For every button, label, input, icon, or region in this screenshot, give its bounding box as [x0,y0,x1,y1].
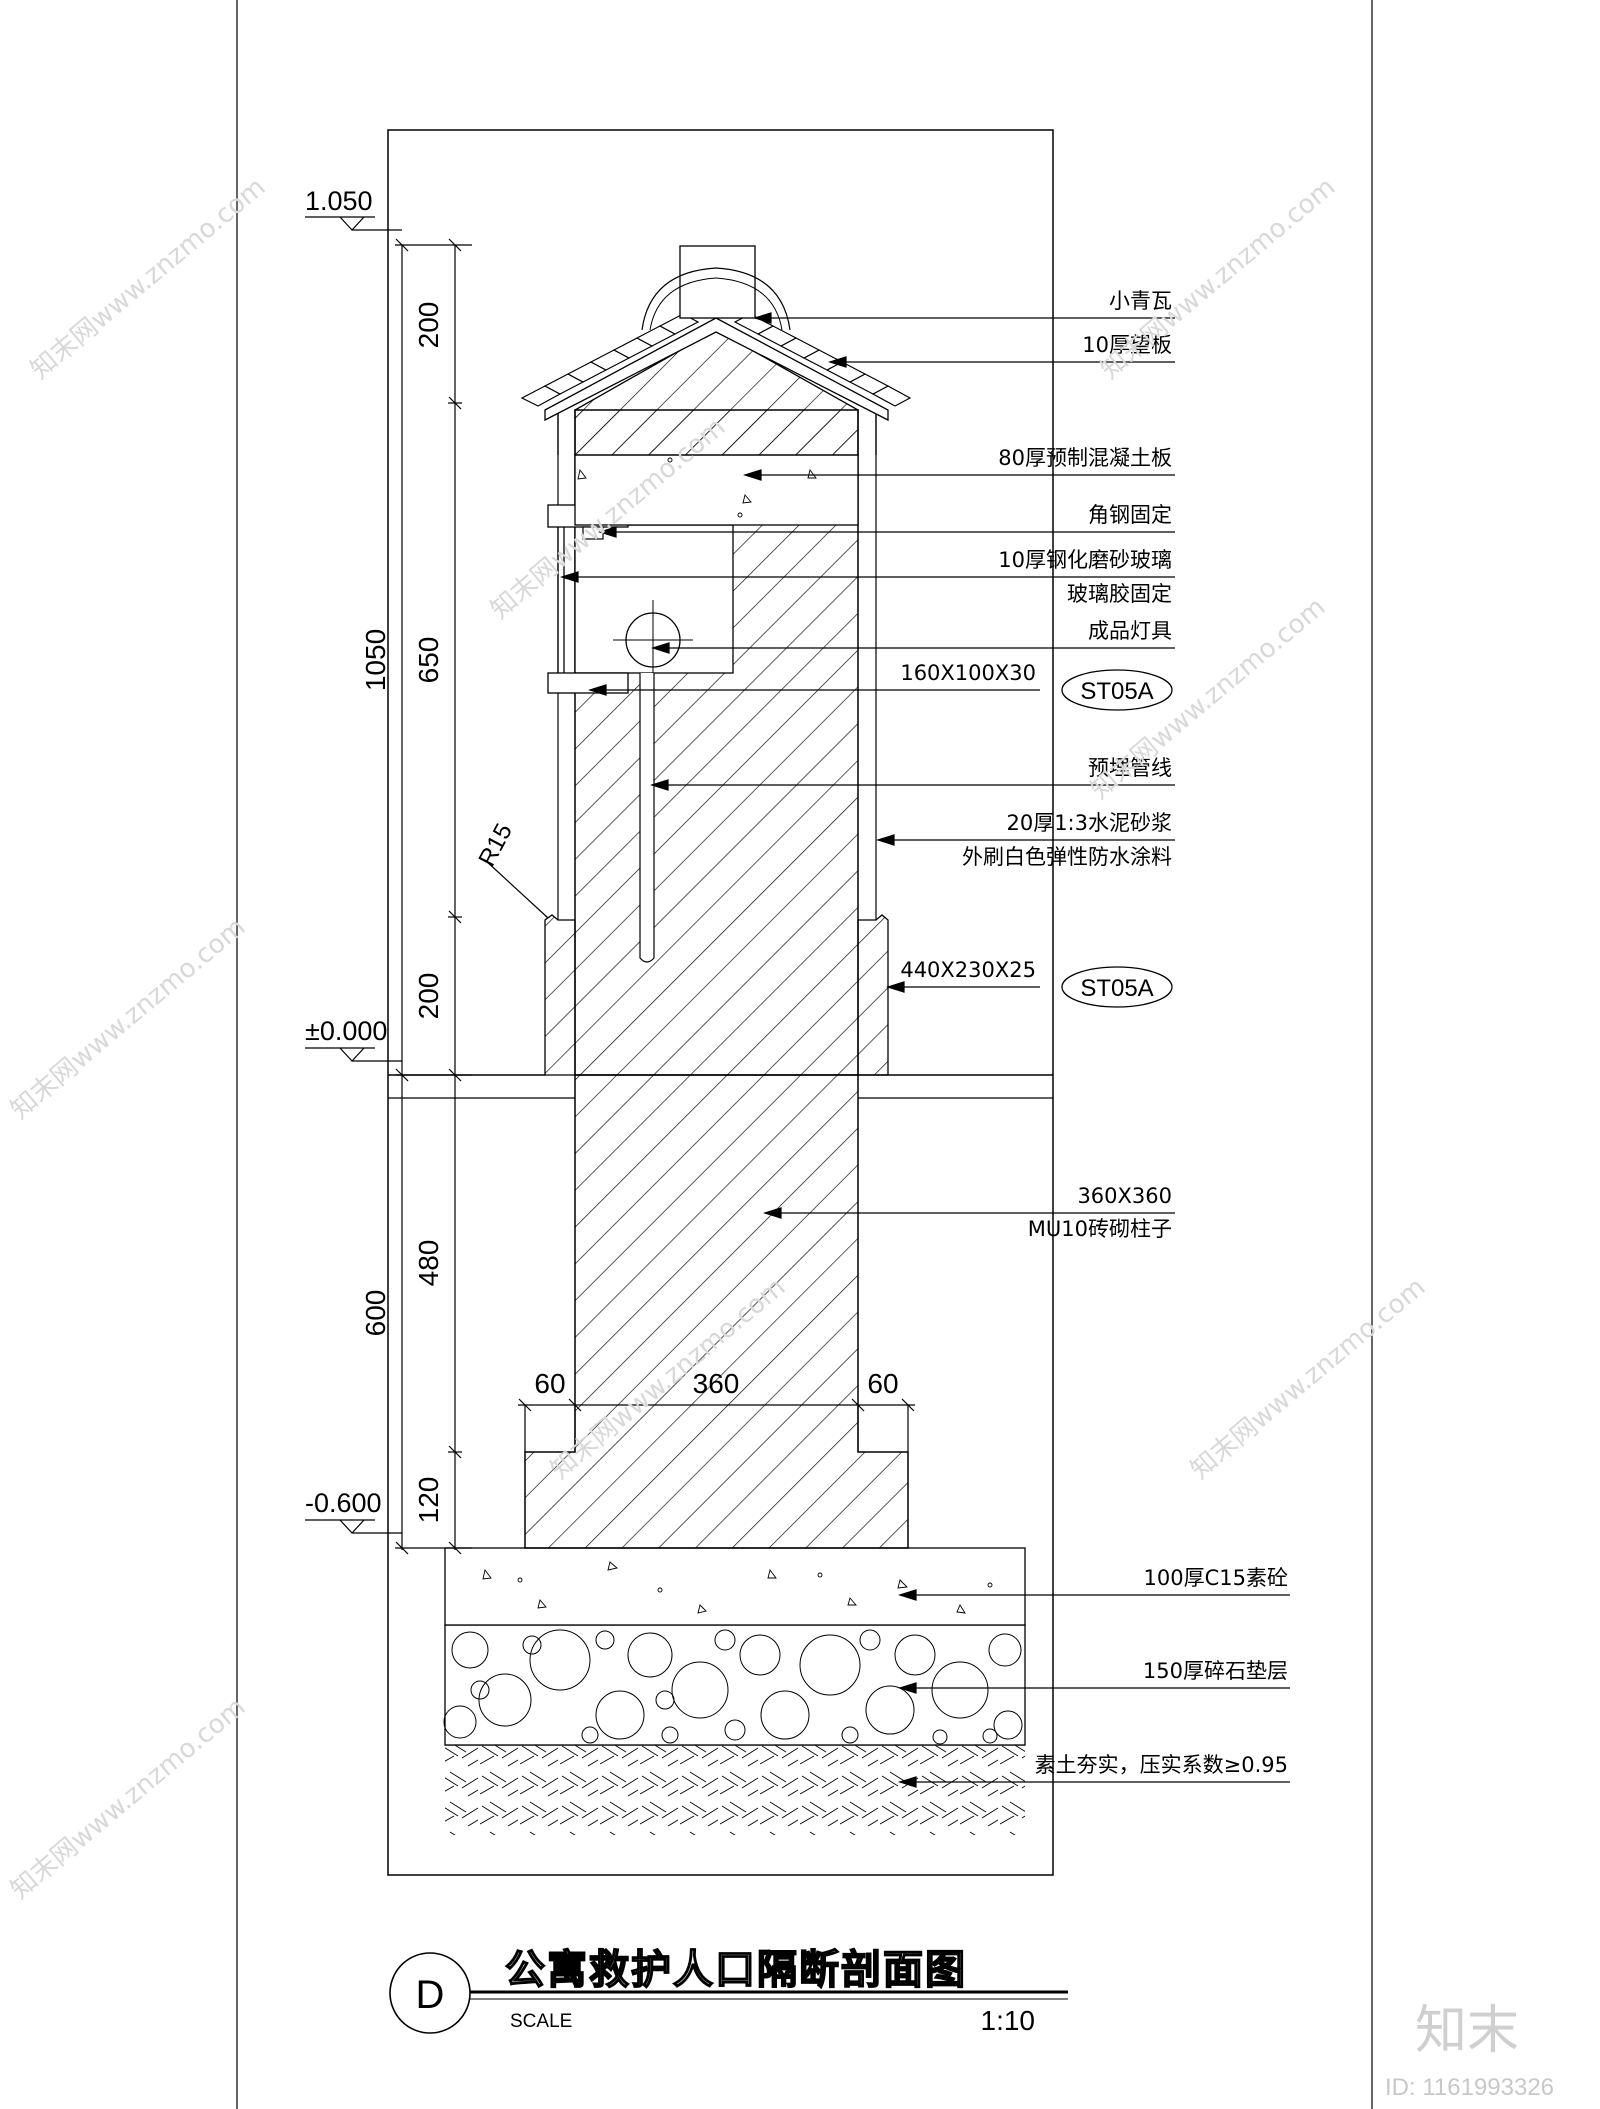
dim-60-left: 60 [534,1368,565,1399]
cap-core [574,329,859,456]
label-c15-concrete: 100厚C15素砼 [1144,1566,1288,1590]
ridge-tile [641,267,791,331]
viewport-frame [387,129,1054,1876]
elevation-top: 1.050 [305,186,373,216]
radius-label: R15 [473,819,518,871]
material-tag-text-1: ST05A [1080,678,1153,705]
scale-label: SCALE [510,2011,572,2032]
label-coating: 外刷白色弹性防水涂料 [962,845,1172,869]
dim-480: 480 [413,1240,444,1287]
precast-concrete-slab [574,454,859,526]
dim-600: 600 [360,1290,391,1337]
label-gravel: 150厚碎石垫层 [1143,1659,1288,1683]
dim-360: 360 [693,1368,740,1399]
label-precast-slab: 80厚预制混凝土板 [998,446,1172,470]
embedded-conduit [639,673,655,963]
brick-column-foundation [524,1074,909,1549]
label-conduit: 预埋管线 [1088,756,1172,780]
radius-leader [484,859,549,919]
gravel-stones [443,1629,1023,1745]
svg-text:知末网www.znzmo.com: 知末网www.znzmo.com [1185,1272,1431,1485]
title-marker: D [416,1973,445,2017]
label-lamp: 成品灯具 [1088,619,1172,643]
label-brick-column: MU10砖砌柱子 [1028,1217,1172,1241]
svg-text:知末网www.znzmo.com: 知末网www.znzmo.com [1095,172,1341,385]
compacted-soil [445,1745,1025,1835]
dim-200-mid: 200 [413,973,444,1020]
stone-cladding-left [544,914,576,1076]
label-soil: 素土夯实，压实系数≥0.95 [1035,1753,1288,1777]
c15-concrete-slab [444,1547,1026,1626]
label-sealant: 玻璃胶固定 [1067,582,1172,606]
label-glass: 10厚钢化磨砂玻璃 [998,548,1172,572]
label-160x100x30: 160X100X30 [900,661,1036,685]
leader-lines [559,312,1290,1788]
watermark-brand: 知末 [1415,2001,1519,2061]
elevation-bottom: -0.600 [305,1488,382,1518]
dim-120: 120 [413,1477,444,1524]
label-360x360: 360X360 [1077,1184,1172,1208]
gravel-layer [444,1624,1026,1746]
dim-650: 650 [413,637,444,684]
stone-cladding-right [857,914,889,1076]
material-tag-2 [1061,966,1173,1008]
svg-text:知末网www.znzmo.com: 知末网www.znzmo.com [5,1692,251,1905]
elevation-ground: ±0.000 [305,1016,387,1046]
material-tag-1 [1061,669,1173,711]
roof-tiles [520,313,912,407]
label-roof-board: 10厚望板 [1082,333,1172,357]
dimension-lines [395,238,915,1555]
dim-1050: 1050 [360,629,391,691]
watermark-text: 知末网www.znzmo.com [25,172,271,385]
dim-200-top: 200 [413,302,444,349]
label-440x230x25: 440X230X25 [900,958,1036,982]
label-angle-steel: 角钢固定 [1088,503,1172,527]
label-mortar: 20厚1:3水泥砂浆 [1006,811,1172,835]
elevation-markers [305,216,402,1534]
angle-steel-bottom [547,672,629,694]
label-tile: 小青瓦 [1109,289,1172,313]
drawing-title: 公寓救护人口隔断剖面图 [505,1947,967,1993]
concrete-aggregate [482,1561,993,1614]
svg-text:知末网www.znzmo.com: 知末网www.znzmo.com [5,912,251,1125]
annotation-labels: 小青瓦 10厚望板 80厚预制混凝土板 角钢固定 10厚钢化磨砂玻璃 玻璃胶固定… [900,289,1288,1777]
material-tag-text-2: ST05A [1080,975,1153,1002]
watermark-id: ID: 1161993326 [1385,2074,1554,2101]
scale-value: 1:10 [981,2005,1036,2036]
dim-60-right: 60 [867,1368,898,1399]
